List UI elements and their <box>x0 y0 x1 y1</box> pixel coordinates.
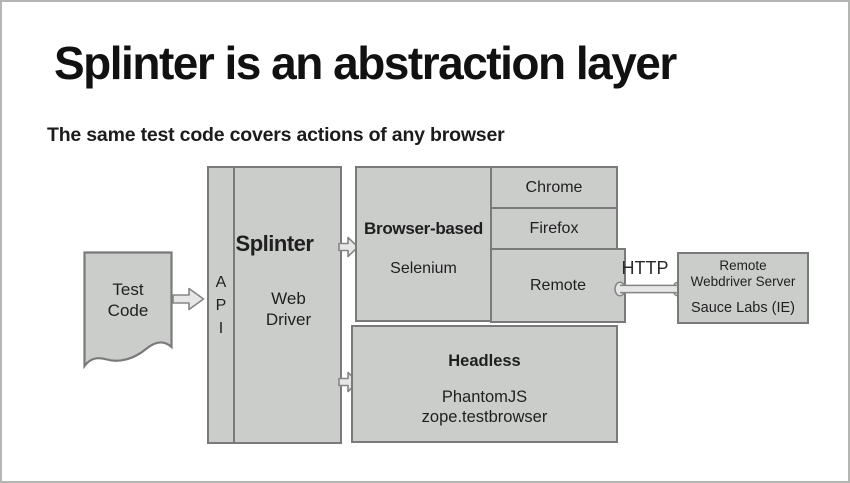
api-letter: P <box>215 297 227 314</box>
api-strip: A P I <box>209 168 235 442</box>
webdriver-line2: Driver <box>265 310 312 329</box>
firefox-box: Firefox <box>490 207 618 250</box>
firefox-label: Firefox <box>529 219 579 237</box>
test-code-label: Test Code <box>83 279 173 321</box>
flow-arrow-test-to-api-icon <box>172 287 205 311</box>
webdriver-line1: Web <box>271 289 306 308</box>
splinter-title: Splinter <box>235 231 314 256</box>
splinter-box: A P I Splinter Web Driver <box>207 166 342 444</box>
http-connector-icon <box>614 281 684 297</box>
phantomjs-label: PhantomJS <box>441 388 528 406</box>
document-shape-icon <box>83 251 173 370</box>
test-code-line2: Code <box>107 301 149 320</box>
slide-subtitle: The same test code covers actions of any… <box>47 124 505 146</box>
api-letter: I <box>218 320 224 337</box>
slide-title: Splinter is an abstraction layer <box>54 37 677 89</box>
selenium-label: Selenium <box>390 260 457 277</box>
zope-testbrowser-label: zope.testbrowser <box>421 408 548 426</box>
api-letter: A <box>215 274 227 291</box>
flow-arrow-splinter-to-selenium-icon <box>338 236 359 258</box>
test-code-line1: Test <box>112 280 144 299</box>
server-line1: Remote <box>719 258 767 273</box>
http-label: HTTP <box>621 258 669 278</box>
browser-based-title: Browser-based <box>364 219 483 238</box>
remote-box: Remote <box>490 248 626 323</box>
remote-label: Remote <box>529 276 587 294</box>
headless-engines: PhantomJS zope.testbrowser <box>353 387 616 427</box>
headless-box: Headless PhantomJS zope.testbrowser <box>351 325 618 443</box>
headless-title: Headless <box>448 352 521 370</box>
sauce-labs-label: Sauce Labs (IE) <box>691 300 795 316</box>
webdriver-label: Web Driver <box>237 288 340 330</box>
chrome-label: Chrome <box>525 178 583 196</box>
browser-based-box: Browser-based Selenium <box>355 166 492 322</box>
chrome-box: Chrome <box>490 166 618 209</box>
remote-webdriver-server-box: Remote Webdriver Server Sauce Labs (IE) <box>677 252 809 324</box>
server-line2: Webdriver Server <box>690 273 796 289</box>
